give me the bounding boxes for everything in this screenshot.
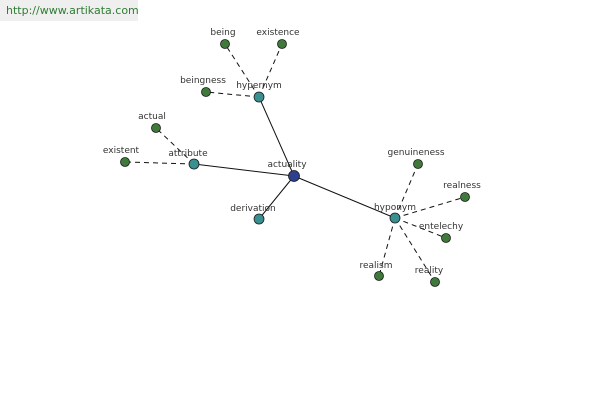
edge-hyponym-realness: [394, 196, 466, 219]
node-label-entelechy[interactable]: entelechy: [419, 222, 464, 232]
node-being[interactable]: being: [210, 28, 236, 49]
node-dot-hypernym[interactable]: [253, 91, 265, 103]
node-label-existence[interactable]: existence: [256, 28, 300, 38]
edge-actuality-hypernym: [258, 96, 295, 177]
edge-hyponym-reality: [394, 217, 436, 283]
site-url-banner[interactable]: http://www.artikata.com: [0, 0, 139, 21]
node-label-actuality[interactable]: actuality: [267, 160, 307, 170]
node-dot-existent[interactable]: [120, 157, 130, 167]
node-label-hypernym[interactable]: hypernym: [236, 81, 282, 91]
node-label-existent[interactable]: existent: [103, 146, 140, 156]
node-label-reality[interactable]: reality: [415, 266, 444, 276]
node-dot-genuineness[interactable]: [413, 159, 423, 169]
node-attribute[interactable]: attribute: [168, 149, 208, 170]
node-label-actual[interactable]: actual: [138, 112, 166, 122]
node-label-beingness[interactable]: beingness: [180, 76, 226, 86]
node-label-realness[interactable]: realness: [443, 181, 481, 191]
node-dot-being[interactable]: [220, 39, 230, 49]
edge-hypernym-beingness: [205, 91, 260, 98]
node-reality[interactable]: reality: [415, 266, 444, 287]
node-genuineness[interactable]: genuineness: [387, 148, 445, 169]
node-label-being[interactable]: being: [210, 28, 235, 38]
edge-hyponym-genuineness: [394, 163, 419, 219]
node-dot-attribute[interactable]: [188, 158, 200, 170]
edge-hyponym-realism: [378, 217, 396, 277]
node-actual[interactable]: actual: [138, 112, 166, 133]
node-label-attribute[interactable]: attribute: [168, 149, 208, 159]
node-derivation[interactable]: derivation: [230, 204, 276, 225]
edge-hypernym-existence: [258, 43, 283, 98]
node-dot-existence[interactable]: [277, 39, 287, 49]
node-dot-realness[interactable]: [460, 192, 470, 202]
node-label-derivation[interactable]: derivation: [230, 204, 276, 214]
node-existent[interactable]: existent: [103, 146, 140, 167]
edges-layer: [124, 43, 466, 283]
node-realness[interactable]: realness: [443, 181, 481, 202]
node-actuality[interactable]: actuality: [267, 160, 307, 182]
node-entelechy[interactable]: entelechy: [419, 222, 464, 243]
node-existence[interactable]: existence: [256, 28, 300, 49]
node-hypernym[interactable]: hypernym: [236, 81, 282, 103]
node-dot-actuality[interactable]: [288, 170, 300, 182]
node-dot-reality[interactable]: [430, 277, 440, 287]
node-dot-beingness[interactable]: [201, 87, 211, 97]
node-dot-hyponym[interactable]: [389, 212, 401, 224]
node-label-genuineness[interactable]: genuineness: [387, 148, 444, 158]
edge-actuality-derivation: [258, 175, 295, 220]
node-realism[interactable]: realism: [359, 261, 393, 281]
node-hyponym[interactable]: hyponym: [374, 203, 416, 224]
node-beingness[interactable]: beingness: [180, 76, 226, 97]
node-dot-derivation[interactable]: [253, 213, 265, 225]
edge-hyponym-entelechy: [394, 217, 447, 239]
node-dot-entelechy[interactable]: [441, 233, 451, 243]
edge-actuality-hyponym: [293, 175, 396, 219]
edge-actuality-attribute: [193, 163, 295, 177]
node-dot-actual[interactable]: [151, 123, 161, 133]
nodes-layer: actuality hypernym attribute derivation hypo…: [103, 28, 481, 287]
edge-attribute-existent: [124, 161, 195, 165]
node-dot-realism[interactable]: [374, 271, 384, 281]
node-label-realism[interactable]: realism: [359, 261, 392, 271]
node-label-hyponym[interactable]: hyponym: [374, 203, 416, 213]
edge-hypernym-being: [224, 43, 260, 98]
